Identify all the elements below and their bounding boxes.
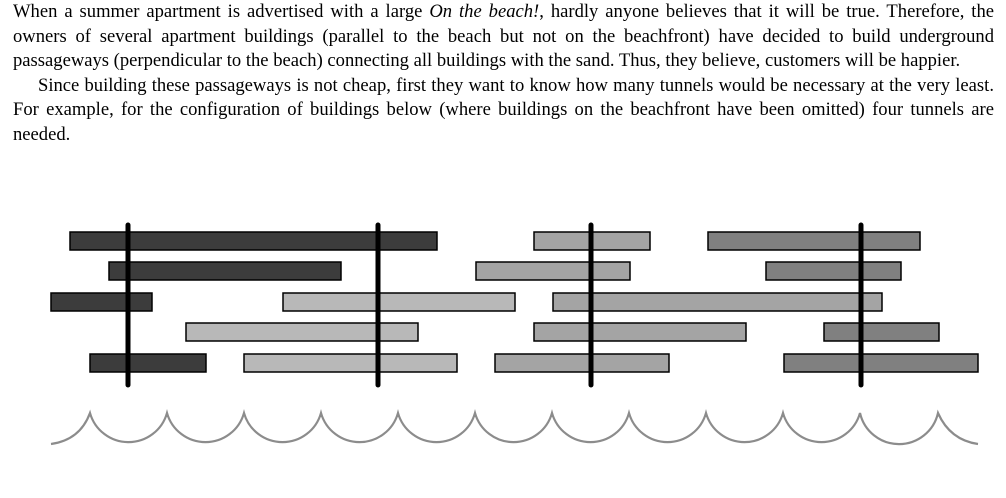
building [783,353,979,373]
building [765,261,902,281]
building [89,353,207,373]
building [552,292,883,312]
building [707,231,921,251]
text: , hardly anyone believes that it will be… [13,1,995,72]
emphasis: On the beach! [429,1,540,22]
building [282,292,516,312]
tunnels [125,222,864,388]
text: When a summer apartment is advertised wi… [13,1,430,22]
building [475,261,631,281]
building [533,322,747,342]
building [243,353,458,373]
building [108,261,342,281]
building [69,231,438,251]
buildings [50,231,979,373]
problem-statement: When a summer apartment is advertised wi… [13,0,994,148]
building [185,322,419,342]
building [50,292,153,312]
building [823,322,940,342]
paragraph-2: Since building these passageways is not … [13,74,994,145]
paragraph-1: When a summer apartment is advertised wi… [13,0,994,74]
waves-icon [50,408,979,446]
building [494,353,670,373]
